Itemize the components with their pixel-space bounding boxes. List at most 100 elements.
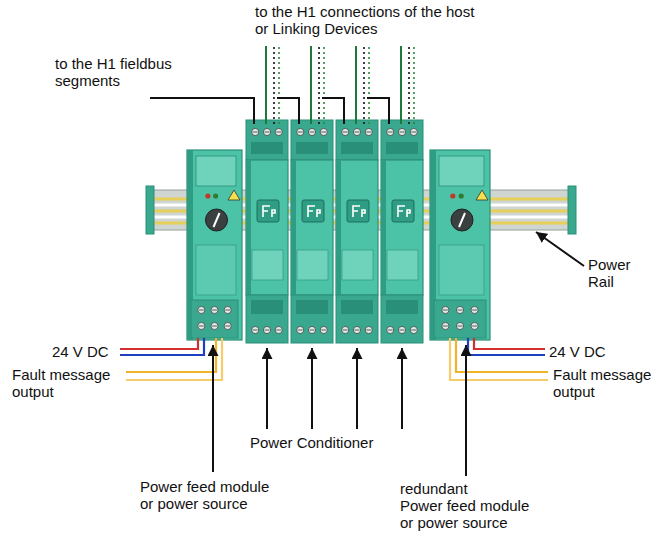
redundant-feed-label: redundant Power feed module or power sou… — [400, 480, 540, 531]
terminal-screw — [297, 128, 304, 135]
terminal-block — [434, 300, 486, 338]
host-wire — [413, 46, 415, 124]
logo-mark — [308, 206, 320, 217]
module-housing — [246, 160, 288, 295]
screw-slot — [400, 132, 405, 133]
logo-square — [257, 200, 279, 222]
status-led — [213, 193, 218, 198]
terminal-screw — [211, 322, 218, 329]
supply-wire — [456, 338, 548, 372]
terminal-block — [191, 300, 238, 338]
screw-slot — [388, 330, 393, 331]
line-spacer — [500, 480, 540, 490]
rail-end-cap — [568, 186, 576, 234]
module-front-top — [196, 156, 236, 186]
host-wire — [318, 46, 320, 124]
fieldbus-wire — [322, 98, 344, 124]
screw-slot — [225, 310, 230, 311]
knob-slot — [214, 213, 220, 227]
status-led — [459, 193, 464, 198]
terminal-screw — [442, 306, 449, 313]
conditioner-label: Power Conditioner — [250, 434, 410, 451]
status-led — [205, 193, 210, 198]
terminal-screw — [353, 128, 360, 135]
terminal-screw — [275, 128, 282, 135]
fieldbus-wire — [367, 98, 389, 124]
terminal-block — [246, 120, 288, 160]
screw-slot — [199, 326, 204, 327]
logo-mark — [398, 206, 410, 217]
terminal-screw — [211, 306, 218, 313]
screw-slot — [298, 132, 303, 133]
terminal-screw — [442, 322, 449, 329]
screw-slot — [458, 310, 463, 311]
host-wire — [355, 46, 357, 124]
module-side — [381, 160, 386, 295]
terminal-screw — [198, 322, 205, 329]
terminal-slots — [296, 300, 328, 314]
host-wire — [408, 46, 410, 124]
status-led — [450, 193, 455, 198]
screw-slot — [212, 310, 217, 311]
terminal-screw — [353, 326, 360, 333]
power-conditioner-module — [381, 120, 423, 343]
module-housing — [336, 160, 378, 295]
rail-label: Power Rail — [588, 256, 648, 290]
screw-slot — [366, 330, 371, 331]
terminal-screw — [224, 306, 231, 313]
marking-field — [252, 250, 283, 280]
rotary-knob — [451, 209, 473, 231]
terminal-block — [291, 120, 333, 160]
screw-slot — [310, 330, 315, 331]
screw-slot — [199, 310, 204, 311]
power-conditioner-module — [291, 120, 333, 343]
logo-square — [302, 200, 324, 222]
module-housing — [430, 150, 490, 340]
warning-symbol — [476, 190, 488, 200]
screw-slot — [355, 132, 360, 133]
terminal-block — [336, 120, 378, 160]
screw-slot — [472, 326, 477, 327]
pointer-arrow — [212, 345, 214, 472]
power-feed-module — [187, 150, 242, 340]
host-wire — [400, 46, 402, 124]
pointer-arrow — [266, 348, 268, 429]
terminal-screw — [308, 128, 315, 135]
logo-mark — [263, 206, 275, 217]
screw-slot — [298, 330, 303, 331]
feed-module-label: Power feed module or power source — [140, 478, 280, 512]
host-wire — [273, 46, 275, 124]
power-conditioner-module — [246, 120, 288, 343]
screw-slot — [265, 132, 270, 133]
screw-slot — [472, 310, 477, 311]
screw-slot — [343, 330, 348, 331]
terminal-slots — [251, 300, 283, 314]
terminal-screw — [471, 322, 478, 329]
terminal-slots — [251, 142, 283, 154]
screw-slot — [276, 330, 281, 331]
terminal-block — [246, 295, 288, 343]
module-front-top — [439, 156, 484, 186]
screw-slot — [443, 326, 448, 327]
terminal-block — [381, 295, 423, 343]
terminal-screw — [342, 128, 349, 135]
supply-wire — [126, 338, 216, 372]
terminal-screw — [297, 326, 304, 333]
supply-label: 24 V DC — [52, 343, 118, 360]
module-housing — [187, 150, 242, 340]
fieldbus-note: to the H1 fieldbus segments — [55, 55, 190, 89]
supply-wire — [468, 338, 545, 355]
h1-wiring — [150, 46, 414, 124]
marking-field — [297, 250, 328, 280]
screw-slot — [443, 310, 448, 311]
screw-slot — [400, 330, 405, 331]
terminal-slots — [341, 142, 373, 154]
pointer-arrow — [356, 348, 358, 429]
terminal-block — [381, 120, 423, 160]
terminal-screw — [365, 128, 372, 135]
terminal-screw — [252, 128, 259, 135]
module-side — [291, 160, 296, 295]
module-side — [246, 160, 251, 295]
module-front-low — [439, 245, 484, 295]
screw-slot — [366, 132, 371, 133]
